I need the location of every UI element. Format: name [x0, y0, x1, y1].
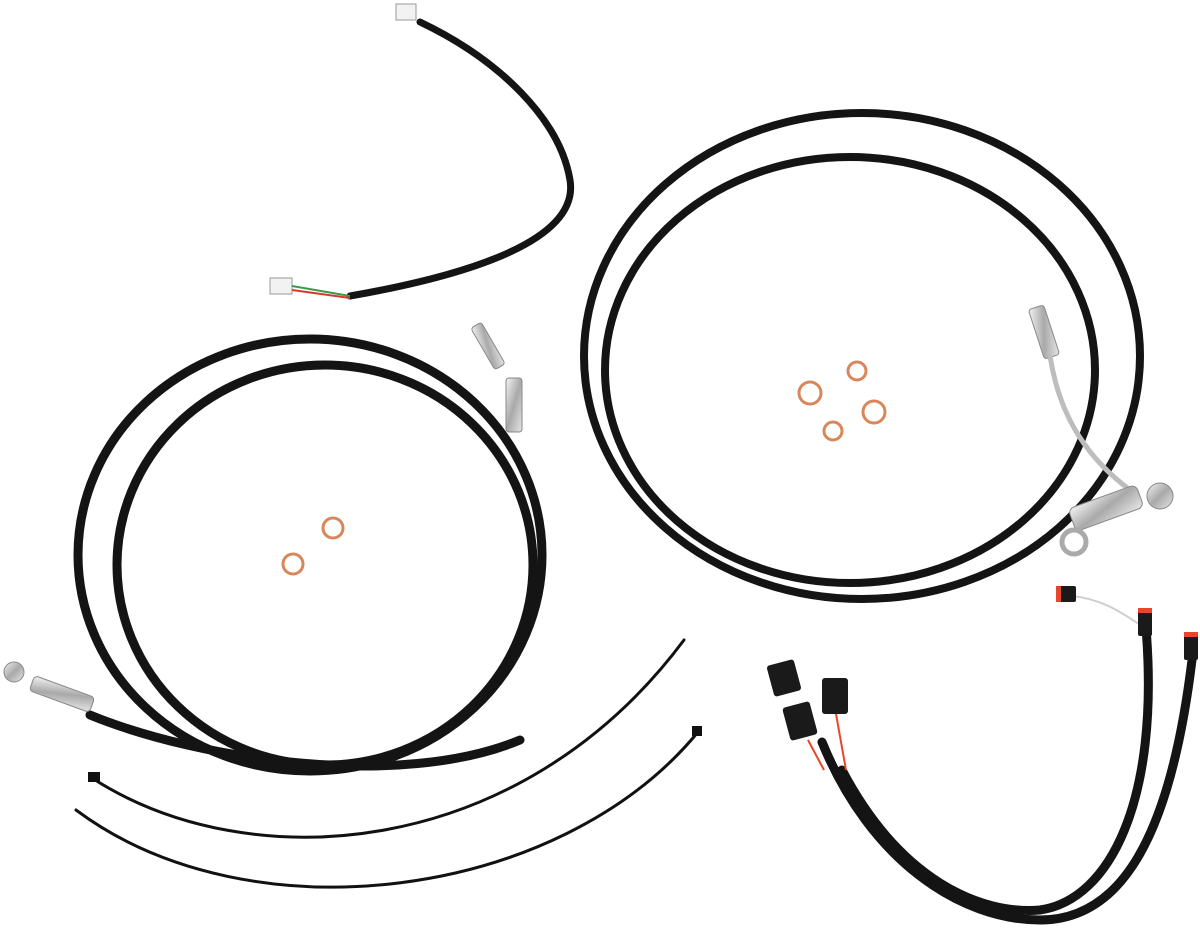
wiring-extension-harness	[269, 3, 575, 300]
coiled-line-left	[3, 322, 547, 776]
chrome-fitting-upper	[1028, 305, 1060, 359]
connector-harness	[767, 586, 1198, 925]
banjo-ring	[1059, 527, 1089, 557]
connector-bottom	[269, 277, 293, 295]
chrome-fitting-top	[505, 377, 523, 433]
connector-top	[395, 3, 417, 21]
chrome-fitting-lower	[1069, 485, 1143, 531]
banjo-ball	[1146, 482, 1174, 510]
zip-ties	[74, 638, 702, 889]
coiled-line-right	[580, 109, 1174, 603]
copper-washers	[281, 360, 887, 576]
chrome-fitting-tip	[471, 322, 505, 370]
banjo-left	[3, 661, 25, 683]
chrome-fitting-left	[29, 676, 95, 712]
